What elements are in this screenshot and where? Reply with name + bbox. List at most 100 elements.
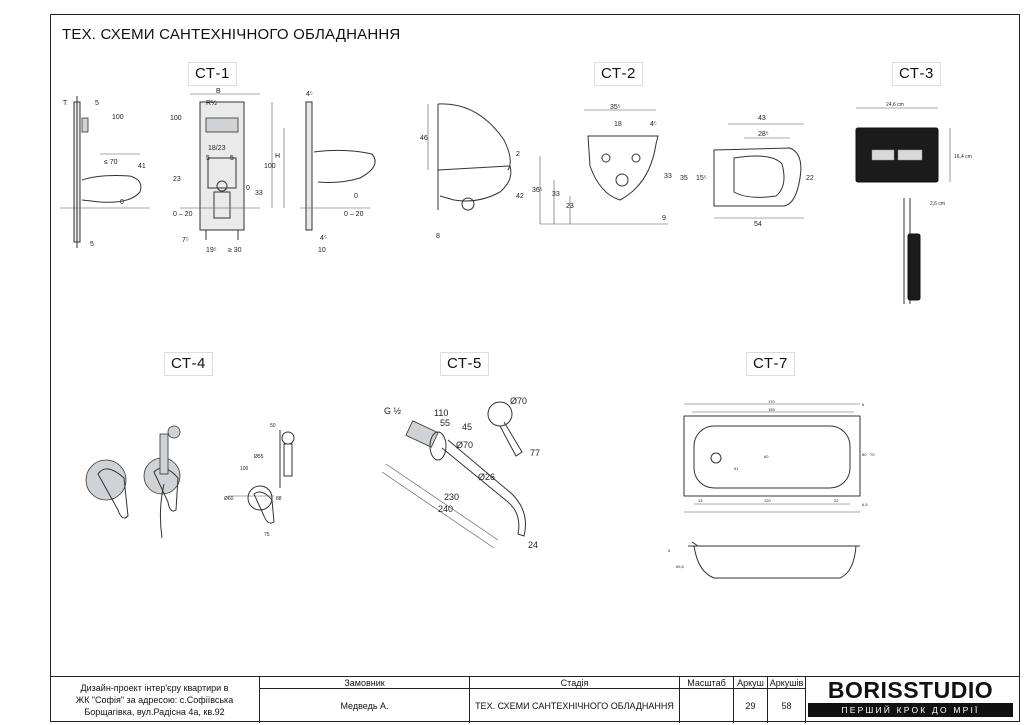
ct1-dim: 4⁵ — [306, 91, 313, 98]
ct3-dim: 24,6 cm — [886, 102, 904, 108]
ct2-dim: 8 — [436, 233, 440, 240]
ct1-dim: T — [63, 100, 68, 107]
ct1-dim: 10 — [318, 247, 326, 254]
sheet-title: ТЕХ. СХЕМИ САНТЕХНІЧНОГО ОБЛАДНАННЯ — [62, 26, 401, 43]
ct1-dim: 100 — [112, 114, 124, 121]
ct1-dim: 41 — [138, 163, 146, 170]
ct1-dim: 33 — [255, 190, 263, 197]
ct7-dim: 22 — [834, 498, 839, 503]
ct2-dim: 35⁵ — [610, 104, 621, 111]
project-line-2: ЖК "Софія" за адресою: с.Софіївська — [75, 695, 234, 705]
ct4-dim: Ø55 — [254, 454, 264, 460]
ct1-dim: 18/23 — [208, 145, 226, 152]
ct7-dim: 5 — [668, 548, 671, 553]
ct5-dim: 77 — [530, 448, 540, 458]
project-line-1: Дизайн-проект інтер'єру квартири в — [80, 683, 229, 693]
ct7-dim: 13 — [698, 498, 703, 503]
sheet-value: 29 — [734, 689, 768, 723]
drawing-frame — [50, 14, 1020, 722]
ct5-dim: 45 — [462, 422, 472, 432]
ct4-dim: 100 — [240, 466, 249, 472]
ct1-dim: 100 — [264, 163, 276, 170]
ct7-dim: 6,5 — [862, 502, 868, 507]
ct1-dim: 5 — [230, 155, 234, 162]
ct1-dim: H — [275, 153, 280, 160]
ct2-dim: 35 — [680, 175, 688, 182]
ct1-dim: 0 — [120, 199, 124, 206]
logo-tagline: ПЕРШИЙ КРОК ДО МРІЇ — [808, 703, 1013, 717]
ct7-dim: 6 — [862, 402, 865, 407]
ct2-dim: 23 — [566, 203, 574, 210]
ct7-dim: 80 — [862, 452, 867, 457]
ct5-dim: Ø70 — [456, 440, 473, 450]
scale-value — [680, 689, 734, 723]
ct1-dim: 0 – 20 — [344, 211, 364, 218]
stage-header: Стадія — [470, 677, 680, 689]
ct1-dim: 4⁵ — [320, 235, 327, 242]
ct2-dim: 43 — [758, 115, 766, 122]
scale-header: Масштаб — [680, 677, 734, 689]
ct2-drawing: 46 2 42 8 35⁵ 18 4⁵ 36⁵ 33 23 33 9 43 28… — [420, 103, 814, 240]
studio-logo: BORISSTUDIO ПЕРШИЙ КРОК ДО МРІЇ — [808, 678, 1013, 718]
ct7-dim: 51 — [734, 466, 739, 471]
ct2-dim: 22 — [806, 175, 814, 182]
title-block: Дизайн-проект інтер'єру квартири в ЖК "С… — [50, 676, 1020, 723]
ct4-dim: 50 — [270, 423, 276, 429]
ct5-dim: Ø26 — [478, 472, 495, 482]
ct2-dim: 36⁵ — [532, 187, 543, 194]
ct4-dim: Ø60 — [224, 496, 234, 502]
label-ct5: СТ-5 — [440, 352, 489, 376]
ct5-dim: 240 — [438, 504, 453, 514]
ct1-dim: ≤ 70 — [104, 159, 118, 166]
ct5-dim: 24 — [528, 540, 538, 550]
ct1-dim: 5 — [95, 100, 99, 107]
ct2-dim: 33 — [552, 191, 560, 198]
ct5-dim: 55 — [440, 418, 450, 428]
ct5-dim: 110 — [434, 408, 448, 418]
ct7-dim: 170 — [768, 399, 775, 404]
ct7-dim: 155 — [768, 407, 775, 412]
sheet-header: Аркуш — [734, 677, 768, 689]
ct1-dim: R½ — [206, 99, 217, 107]
ct1-dim: 23 — [173, 176, 181, 183]
logo-name: BORISSTUDIO — [827, 677, 994, 703]
ct2-dim: 33 — [664, 173, 672, 180]
ct5-dim: Ø70 — [510, 396, 527, 406]
ct7-dim: 120 — [764, 498, 771, 503]
ct1-dim: 0 — [246, 185, 250, 192]
ct2-dim: 54 — [754, 221, 762, 228]
ct7-dim: 60 — [764, 454, 769, 459]
ct4-drawing: 50 Ø55 100 Ø60 88 75 — [85, 423, 295, 539]
label-ct3: СТ-3 — [892, 62, 941, 86]
ct1-dim: 100 — [170, 115, 182, 122]
ct7-drawing: 170 155 6 60 80 70 51 13 120 22 6,5 5 65… — [668, 399, 875, 579]
ct2-dim: 18 — [614, 121, 622, 128]
customer-header: Замовник — [260, 677, 470, 689]
label-ct4: СТ-4 — [164, 352, 213, 376]
ct2-dim: 28⁵ — [758, 131, 769, 138]
ct3-dim: 2,6 cm — [930, 201, 945, 207]
ct1-dim: ≥ 30 — [228, 247, 242, 254]
stage-value: ТЕХ. СХЕМИ САНТЕХНІЧНОГО ОБЛАДНАННЯ — [470, 689, 680, 723]
ct1-dim: 5 — [90, 241, 94, 248]
ct2-dim: 42 — [516, 193, 524, 200]
ct2-dim: 46 — [420, 135, 428, 142]
ct3-dim: 16,4 cm — [954, 154, 972, 160]
ct5-drawing: G ½ 110 Ø70 55 45 Ø70 77 Ø26 230 240 24 — [381, 396, 540, 550]
ct1-dim: B — [216, 88, 221, 95]
sheets-header: Аркушів — [768, 677, 806, 689]
ct2-dim: 9 — [662, 215, 666, 222]
ct2-dim: 15⁵ — [696, 175, 707, 182]
ct5-dim: 230 — [444, 492, 459, 502]
ct3-drawing: 24,6 cm 16,4 cm 2,6 cm — [855, 102, 972, 304]
ct7-dim: 70 — [870, 452, 875, 457]
project-description: Дизайн-проект інтер'єру квартири в ЖК "С… — [50, 677, 260, 723]
customer-value: Медведь А. — [260, 689, 470, 723]
ct4-dim: 88 — [276, 496, 282, 502]
ct2-dim: 4⁵ — [650, 121, 657, 128]
ct1-dim: 0 — [354, 193, 358, 200]
ct1-dim: 0 – 20 — [173, 211, 193, 218]
ct1-drawing: T 5 100 ≤ 70 41 0 5 B R½ 100 18/23 5 5 2… — [60, 88, 376, 254]
ct1-dim: 5 — [206, 155, 210, 162]
label-ct7: СТ-7 — [746, 352, 795, 376]
